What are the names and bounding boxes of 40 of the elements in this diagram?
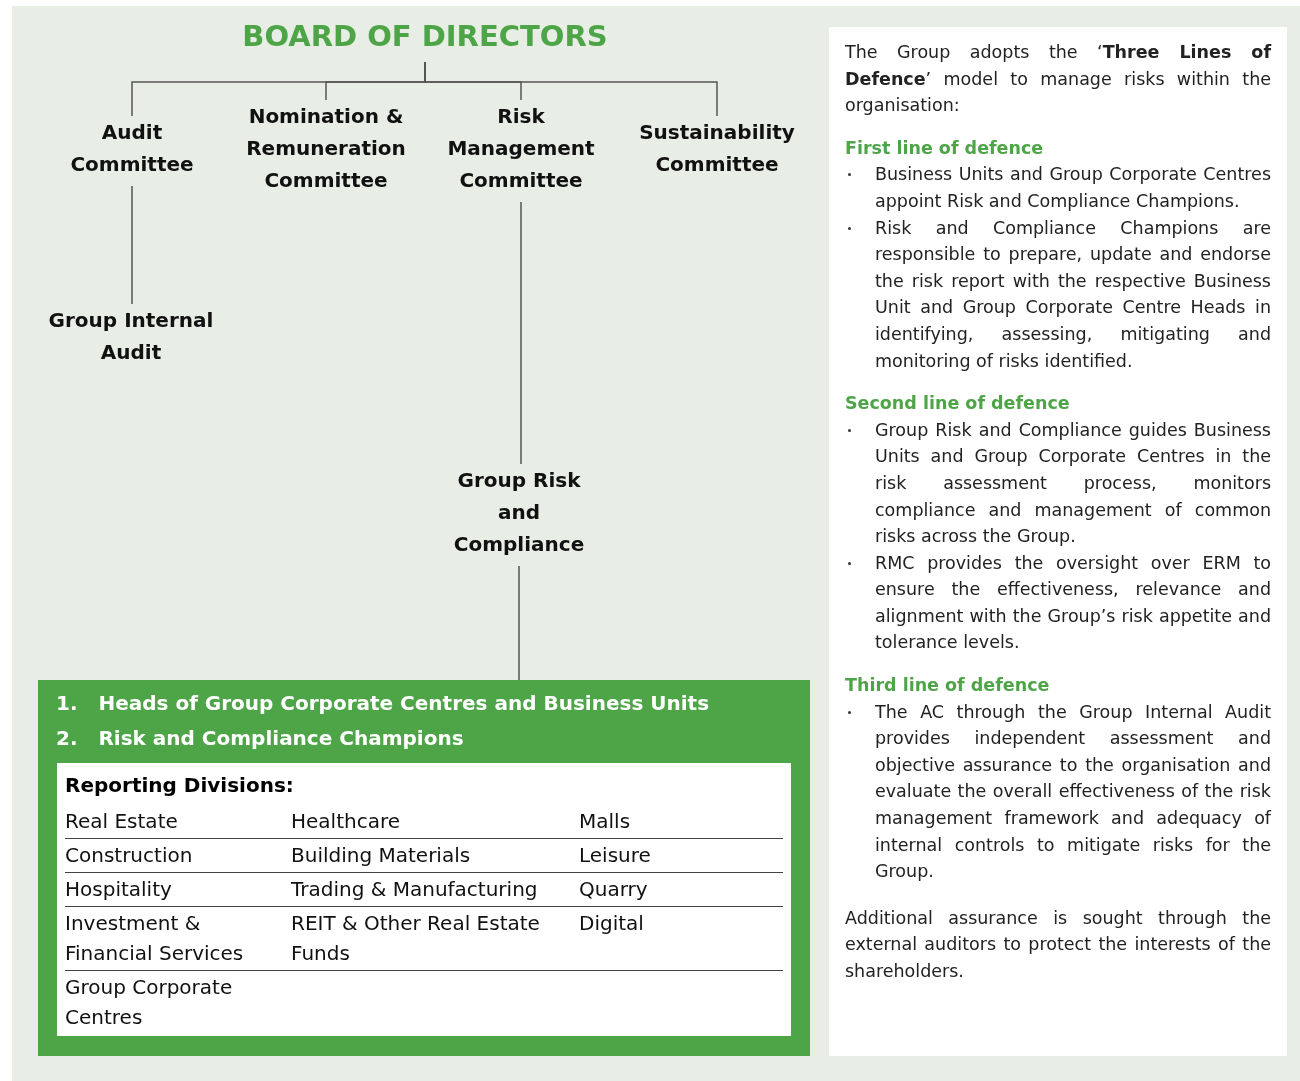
unit-label: Group Risk and Compliance bbox=[444, 464, 594, 564]
committee-label: Nomination & Remuneration Committee bbox=[236, 100, 416, 200]
paragraph: The Group adopts the ‘Three Lines of Defence’ model to manage risks within the organisation: bbox=[845, 41, 1271, 118]
table-panel bbox=[57, 763, 791, 1036]
table-cell-text: Construction bbox=[65, 842, 193, 869]
table-cell-text: Digital bbox=[579, 910, 644, 937]
bullet-text: Risk and Compliance Champions are responsible to prepare, update and endorse the risk report with the respective Business Unit and Group Corporate Centre Heads in identifying, assessing, mitigating and monitoring of risks identified. bbox=[875, 217, 1271, 371]
table-cell-text: Quarry bbox=[579, 876, 648, 903]
table-cell-text: REIT & Other Real Estate Funds bbox=[291, 910, 541, 967]
connector-line bbox=[518, 565, 520, 681]
board-title: BOARD OF DIRECTORS bbox=[235, 16, 615, 60]
highlight-panel bbox=[38, 680, 810, 1056]
connector-line bbox=[520, 201, 522, 465]
table-cell-text: Real Estate bbox=[65, 808, 178, 835]
bullet-text: Business Units and Group Corporate Centres appoint Risk and Compliance Champions. bbox=[875, 164, 1271, 211]
connector-line bbox=[424, 61, 718, 117]
table-heading: Reporting Divisions: bbox=[65, 773, 294, 797]
table-cell-text: Trading & Manufacturing bbox=[291, 876, 538, 903]
connector-line bbox=[131, 185, 133, 305]
list-item: 1. Heads of Group Corporate Centres and Business Units bbox=[55, 690, 711, 717]
committee-label: Sustainability Committee bbox=[632, 116, 802, 184]
section-heading: Third line of defence bbox=[845, 674, 1051, 698]
bullet-text: The AC through the Group Internal Audit provides independent assessment and objective assurance to the organisation and evaluate the overall effectiveness of the risk management framework and adequacy of internal controls to mitigate risks for the Group. bbox=[875, 701, 1271, 882]
paragraph: Additional assurance is sought through the external auditors to protect the interests of the shareholders. bbox=[845, 906, 1271, 983]
table-cell-text: Hospitality bbox=[65, 876, 172, 903]
table-cell-text: Leisure bbox=[579, 842, 651, 869]
section-heading: Second line of defence bbox=[845, 392, 1071, 416]
table-cell-text: Healthcare bbox=[291, 808, 400, 835]
section-heading: First line of defence bbox=[845, 136, 1045, 160]
table-cell-text: Group Corporate Centres bbox=[65, 974, 234, 1031]
table-cell-text: Malls bbox=[579, 808, 631, 835]
table-cell-text: Investment & Financial Services bbox=[65, 910, 245, 967]
table-cell-text: Building Materials bbox=[291, 842, 471, 869]
committee-label: Audit Committee bbox=[57, 116, 207, 184]
unit-label: Group Internal Audit bbox=[40, 304, 222, 372]
committee-label: Risk Management Committee bbox=[436, 100, 606, 200]
text-panel bbox=[829, 27, 1287, 1056]
list-item: 2. Risk and Compliance Champions bbox=[55, 725, 465, 752]
bullet-text: Group Risk and Compliance guides Business Units and Group Corporate Centres in the risk assessment process, monitors compliance and management of common risks across the Group. bbox=[875, 419, 1271, 547]
bullet-text: RMC provides the oversight over ERM to ensure the effectiveness, relevance and alignment with the Group’s risk appetite and tolerance levels. bbox=[875, 552, 1271, 653]
